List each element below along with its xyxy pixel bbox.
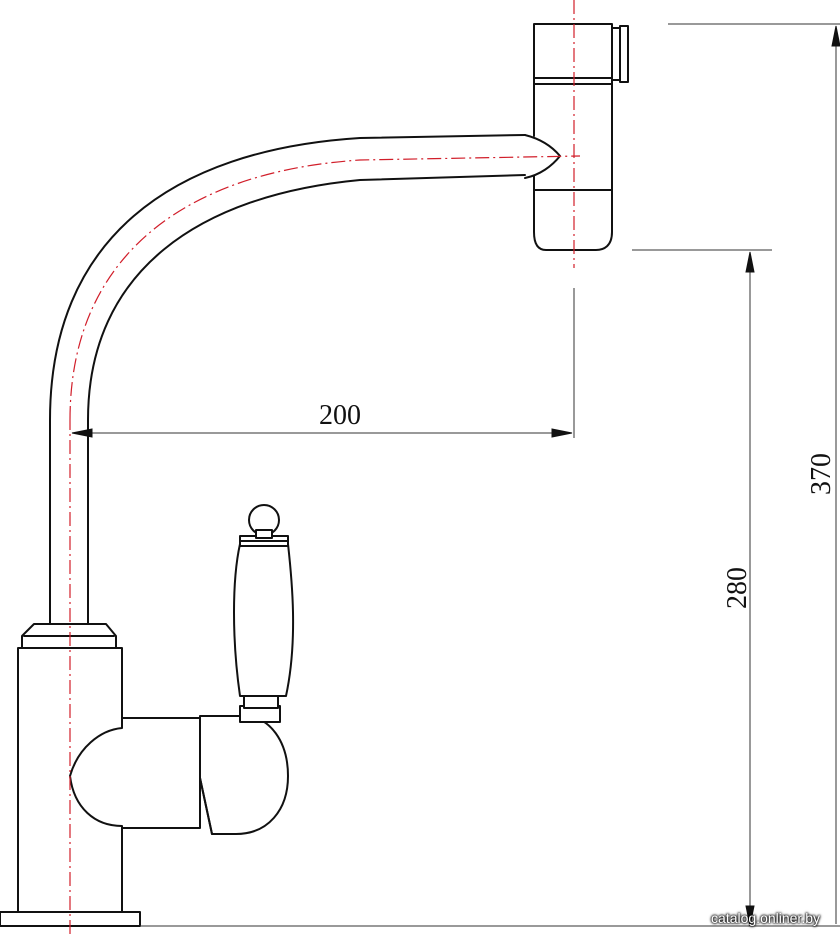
dimension-total-height-label: 370 — [806, 453, 837, 495]
handle-hub — [69, 717, 201, 829]
watermark: catalog.onliner.by — [711, 910, 820, 926]
spout-aerator — [533, 189, 613, 251]
spout-tube-vertical — [49, 134, 526, 625]
dimension-reach-label: 200 — [319, 400, 361, 431]
spout-head — [533, 23, 613, 85]
handle-lever — [233, 543, 295, 697]
centerline-spout — [69, 155, 581, 421]
dimension-spout-height-label: 280 — [722, 567, 753, 609]
handle-cap — [199, 715, 289, 835]
